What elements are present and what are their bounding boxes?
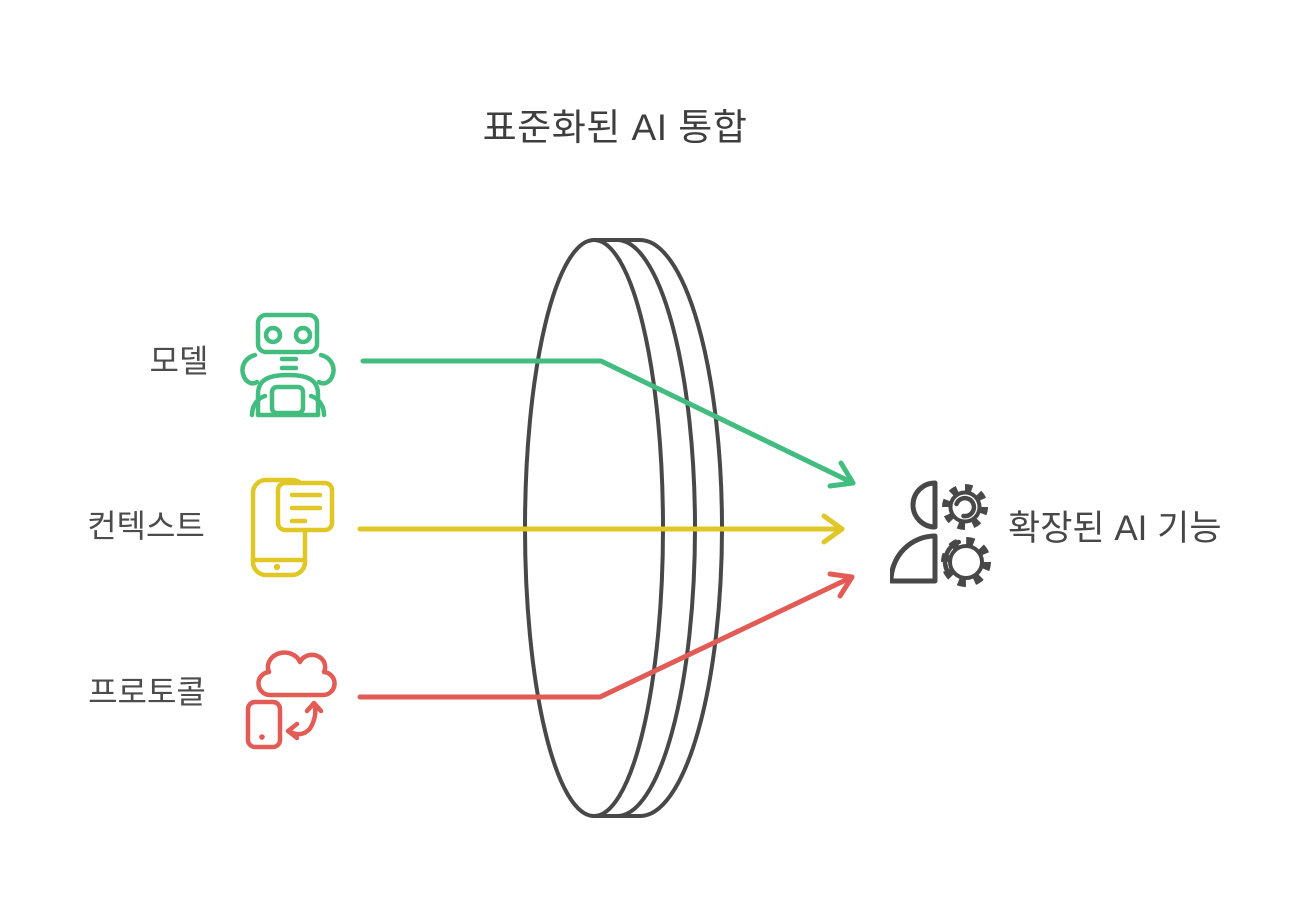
label-context: 컨텍스트 — [87, 508, 205, 544]
label-extended-ai: 확장된 AI 기능 — [1008, 509, 1222, 548]
smartphone-document-icon — [250, 477, 335, 578]
robot-icon — [240, 312, 336, 418]
label-protocol: 프로토콜 — [88, 674, 206, 710]
diagram-title: 표준화된 AI 통합 — [482, 107, 748, 148]
person-gears-icon — [890, 480, 991, 587]
protocol-flow-arrow — [357, 571, 855, 700]
cloud-device-sync-icon — [245, 650, 337, 750]
model-flow-arrow — [360, 358, 856, 489]
label-model: 모델 — [149, 343, 209, 379]
context-flow-arrow — [357, 513, 845, 545]
